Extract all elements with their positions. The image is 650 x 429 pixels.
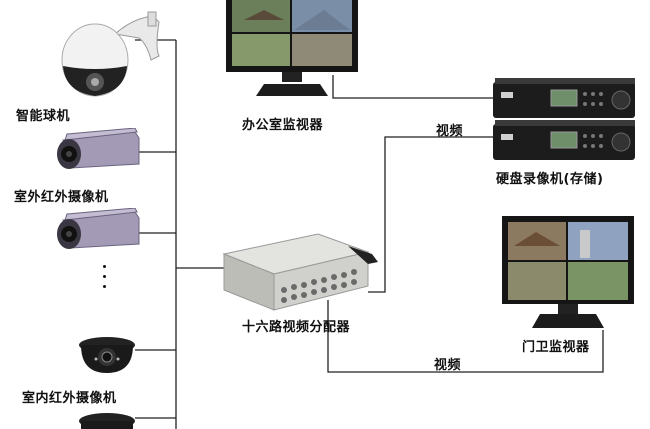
speed-dome-label: 智能球机 (16, 109, 71, 124)
video-distributor-icon (222, 233, 378, 311)
dome-camera-icon (79, 337, 135, 373)
dvr-icon (493, 78, 635, 160)
monitor-icon (502, 216, 634, 328)
outdoor-camera-label: 室外红外摄像机 (14, 190, 109, 205)
distributor-to-gate-wire (327, 300, 604, 373)
bullet-camera-icon (57, 128, 140, 169)
more-cameras-ellipsis (103, 265, 107, 295)
indoor-camera-label: 室内红外摄像机 (22, 391, 117, 406)
office-monitor-wire (332, 75, 496, 99)
bullet-camera-icon (57, 208, 140, 249)
dvr-label: 硬盘录像机(存储) (496, 172, 604, 187)
speed-dome-icon (61, 11, 160, 97)
dome-camera-icon (79, 413, 135, 429)
distributor-to-dvr-wire (368, 136, 496, 293)
office-monitor-label: 办公室监视器 (242, 118, 324, 133)
video-link-label-dvr: 视频 (436, 124, 464, 139)
monitor-icon (226, 0, 358, 96)
distributor-label: 十六路视频分配器 (242, 320, 351, 335)
video-link-label-gate: 视频 (434, 358, 462, 373)
gate-monitor-label: 门卫监视器 (522, 340, 590, 355)
